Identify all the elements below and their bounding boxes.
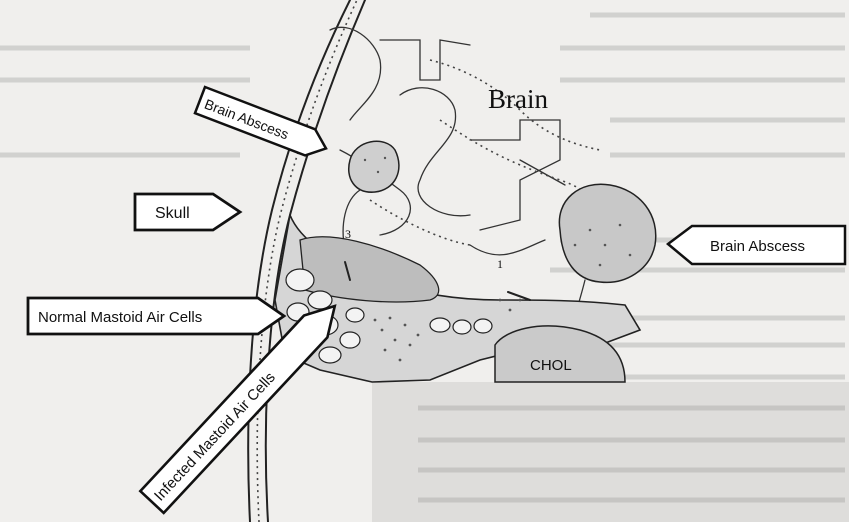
label-normal-mastoid-text: Normal Mastoid Air Cells bbox=[38, 309, 202, 326]
label-infected-mastoid-text: Infected Mastoid Air Cells bbox=[151, 369, 279, 504]
chol-label: CHOL bbox=[530, 357, 572, 374]
marker-1: 1 bbox=[497, 257, 503, 271]
label-arrow-brain-abscess-right: Brain Abscess bbox=[668, 226, 845, 264]
marker-1-arrow bbox=[508, 292, 530, 300]
label-arrow-normal-mastoid: Normal Mastoid Air Cells bbox=[28, 298, 284, 334]
label-skull-text: Skull bbox=[155, 205, 190, 222]
label-arrow-brain-abscess-top: Brain Abscess bbox=[195, 87, 331, 162]
label-brain-abscess-right-text: Brain Abscess bbox=[710, 238, 805, 255]
abscess-right bbox=[559, 184, 655, 282]
abscess-top bbox=[349, 141, 399, 192]
brain-title: Brain bbox=[488, 84, 548, 114]
marker-3: 3 bbox=[345, 227, 351, 241]
label-arrow-skull: Skull bbox=[135, 194, 240, 230]
